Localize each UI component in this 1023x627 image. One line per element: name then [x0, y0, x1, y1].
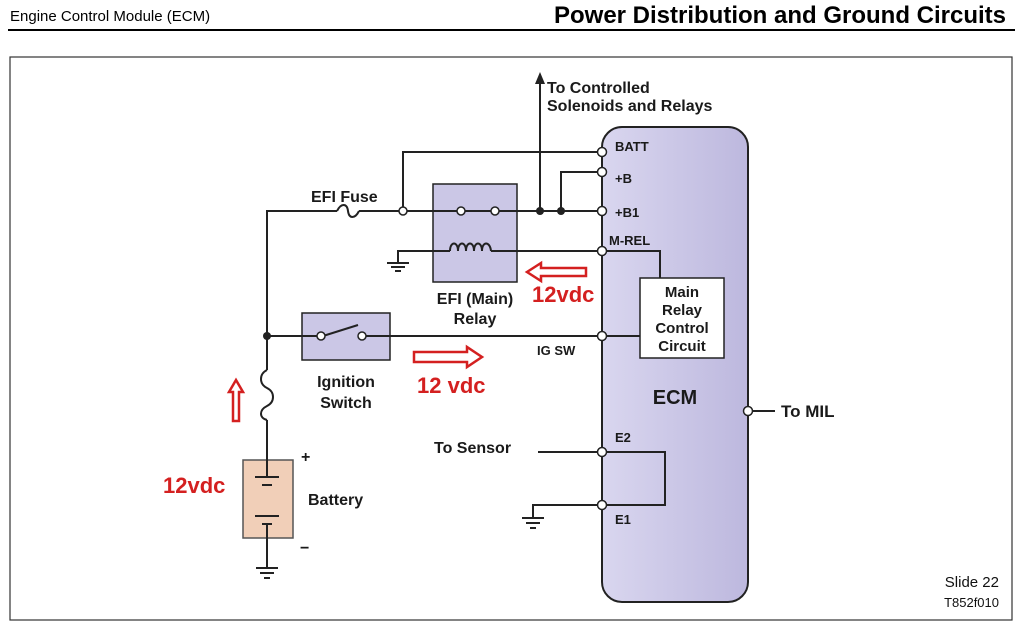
ignition-switch-terminal — [316, 331, 326, 341]
battery-minus-label: − — [300, 540, 309, 557]
ignition-label-1: Ignition — [317, 374, 375, 391]
efi-relay-box — [432, 183, 518, 283]
main-relay-control-box — [639, 277, 725, 359]
arrow-right-outline-icon — [412, 344, 485, 370]
page-title: Power Distribution and Ground Circuits — [553, 2, 1006, 29]
efi-relay-label-2: Relay — [454, 311, 497, 328]
battery-label: Battery — [308, 492, 363, 509]
to-sensor-label: To Sensor — [434, 440, 511, 457]
diagram-frame — [9, 56, 1013, 621]
terminal-e2-label: E2 — [615, 430, 631, 445]
header-rule — [8, 29, 1015, 31]
figure-code: T852f010 — [944, 595, 999, 610]
terminal-plus-b1-label: +B1 — [615, 205, 639, 220]
terminal-ig-sw-label: IG SW — [537, 343, 576, 358]
junction-dots — [263, 207, 565, 340]
arrow-up-icon — [535, 72, 545, 84]
main-relay-circuit-line-4: Circuit — [658, 338, 706, 355]
terminal-e1-label: E1 — [615, 512, 631, 527]
ignition-switch-blade — [322, 324, 359, 337]
fuse-terminal — [398, 206, 408, 216]
arrow-up-outline-icon — [226, 377, 246, 423]
ignition-voltage-annotation: 12 vdc — [417, 373, 486, 398]
terminal-plus-b-label: +B — [615, 171, 632, 186]
slide-number: Slide 22 — [945, 574, 999, 591]
main-relay-circuit-line-3: Control — [655, 320, 708, 337]
efi-relay-label-1: EFI (Main) — [437, 291, 513, 308]
ecm-label: ECM — [653, 387, 697, 409]
relay-contact-terminal — [456, 206, 466, 216]
to-controlled-label-1: To Controlled — [547, 80, 650, 97]
wiring — [255, 82, 775, 579]
main-relay-circuit-line-1: Main — [665, 284, 699, 301]
efi-fuse-label: EFI Fuse — [311, 189, 378, 206]
relay-contact-terminal — [490, 206, 500, 216]
main-relay-circuit-line-2: Relay — [662, 302, 703, 319]
to-mil-label: To MIL — [781, 402, 835, 421]
battery-fuse-symbol — [260, 369, 274, 421]
arrow-left-outline-icon — [524, 260, 588, 284]
mrel-voltage-annotation: 12vdc — [532, 282, 594, 307]
ecm-terminals — [596, 146, 754, 511]
efi-fuse-symbol — [336, 204, 360, 218]
header-module-name: Engine Control Module (ECM) — [10, 8, 211, 25]
ignition-switch-terminal — [357, 331, 367, 341]
battery-plus-label: + — [301, 449, 310, 466]
battery-voltage-annotation: 12vdc — [163, 473, 225, 498]
terminal-batt-label: BATT — [615, 139, 649, 154]
terminal-m-rel-label: M-REL — [609, 233, 650, 248]
ecm-block — [601, 126, 749, 603]
to-controlled-label-2: Solenoids and Relays — [547, 98, 712, 115]
ignition-label-2: Switch — [320, 395, 372, 412]
relay-coil-symbol — [449, 242, 492, 252]
